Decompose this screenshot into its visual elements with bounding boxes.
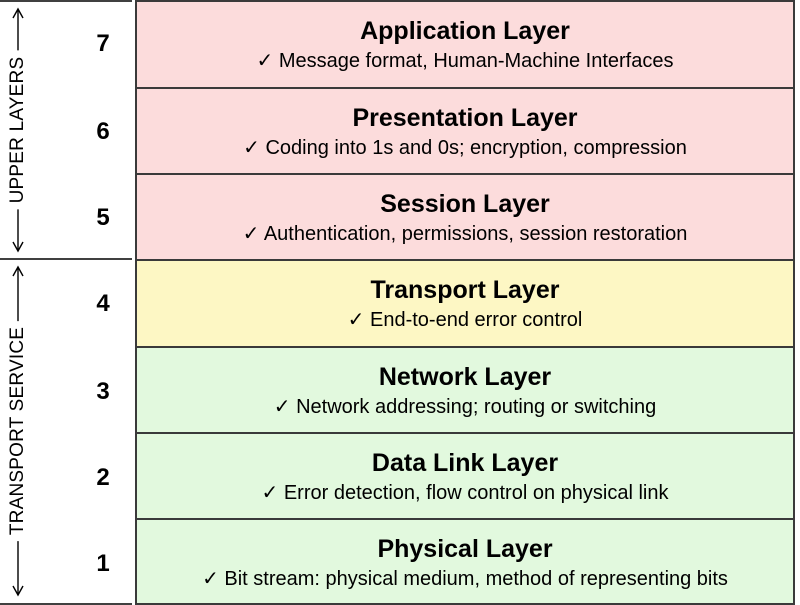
upper-layers-label: UPPER LAYERS (7, 50, 29, 210)
network-layer-box: Network Layer ✓ Network addressing; rout… (135, 346, 795, 434)
presentation-layer-box: Presentation Layer ✓ Coding into 1s and … (135, 87, 795, 175)
top-divider-line (0, 0, 132, 2)
layer-description: ✓ Authentication, permissions, session r… (242, 223, 688, 245)
layer-title: Application Layer (360, 17, 570, 45)
layer-description: ✓ End-to-end error control (347, 309, 583, 331)
layer-number-2: 2 (96, 464, 110, 491)
layer-title: Transport Layer (370, 276, 560, 304)
application-layer-box: Application Layer ✓ Message format, Huma… (135, 0, 795, 89)
layer-description: ✓ Error detection, flow control on physi… (261, 482, 669, 504)
layer-number-7: 7 (96, 30, 110, 57)
data-link-layer-box: Data Link Layer ✓ Error detection, flow … (135, 432, 795, 520)
layer-description: ✓ Message format, Human-Machine Interfac… (256, 50, 674, 72)
layer-description: ✓ Network addressing; routing or switchi… (273, 396, 657, 418)
transport-service-label: TRANSPORT SERVICE (7, 320, 29, 542)
osi-layer-stack: Application Layer ✓ Message format, Huma… (135, 0, 799, 605)
transport-layer-box: Transport Layer ✓ End-to-end error contr… (135, 259, 795, 348)
physical-layer-box: Physical Layer ✓ Bit stream: physical me… (135, 518, 795, 605)
layer-number-3: 3 (96, 378, 110, 405)
layer-description: ✓ Bit stream: physical medium, method of… (202, 568, 728, 590)
layer-number-5: 5 (96, 204, 110, 231)
layer-description: ✓ Coding into 1s and 0s; encryption, com… (243, 137, 687, 159)
layer-title: Network Layer (378, 363, 552, 391)
layer-number-4: 4 (96, 290, 110, 317)
layer-title: Data Link Layer (371, 449, 559, 477)
layer-title: Presentation Layer (352, 104, 578, 132)
layer-number-6: 6 (96, 118, 110, 145)
transport-service-bracket: TRANSPORT SERVICE (0, 262, 36, 600)
bottom-divider-line (0, 603, 132, 605)
session-layer-box: Session Layer ✓ Authentication, permissi… (135, 173, 795, 261)
layer-number-1: 1 (96, 550, 110, 577)
group-divider-line (0, 258, 132, 260)
upper-layers-bracket: UPPER LAYERS (0, 4, 36, 256)
layer-title: Session Layer (380, 190, 550, 218)
layer-title: Physical Layer (377, 535, 553, 563)
